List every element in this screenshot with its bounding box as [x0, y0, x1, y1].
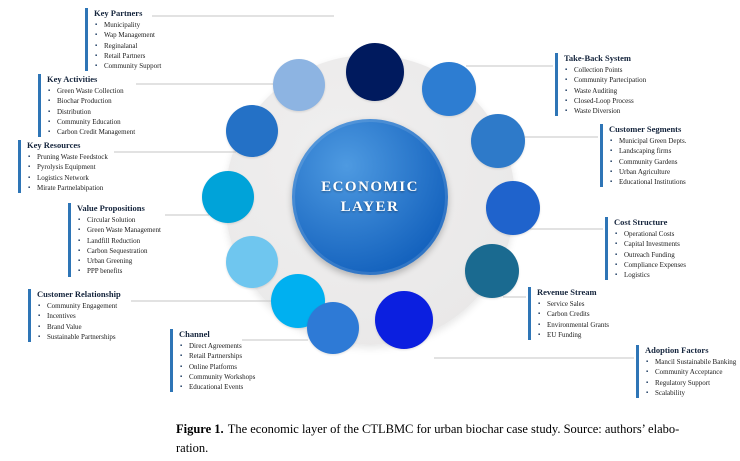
node-teal-right-lower	[465, 244, 519, 298]
figure-number-label: Figure 1.	[176, 422, 224, 436]
node-sky-left-lower	[226, 236, 278, 288]
node-royal-bottom-right	[375, 291, 433, 349]
caption-text-line2: ration.	[176, 441, 209, 455]
node-cyan-left	[202, 171, 254, 223]
node-blue-right	[486, 181, 540, 235]
figure-caption: Figure 1.The economic layer of the CTLBM…	[176, 420, 728, 458]
node-blue-top-right	[422, 62, 476, 116]
node-dark-navy-top	[346, 43, 404, 101]
center-circle-economic-layer: ECONOMIC LAYER	[292, 119, 448, 275]
node-blue-right-upper	[471, 114, 525, 168]
node-light-blue-top-left	[273, 59, 325, 111]
center-label-line2: LAYER	[340, 199, 400, 215]
node-blue-bottom-mid	[307, 302, 359, 354]
node-blue-left-upper	[226, 105, 278, 157]
center-label-line1: ECONOMIC	[321, 179, 419, 195]
caption-text-line1: The economic layer of the CTLBMC for urb…	[227, 422, 680, 436]
